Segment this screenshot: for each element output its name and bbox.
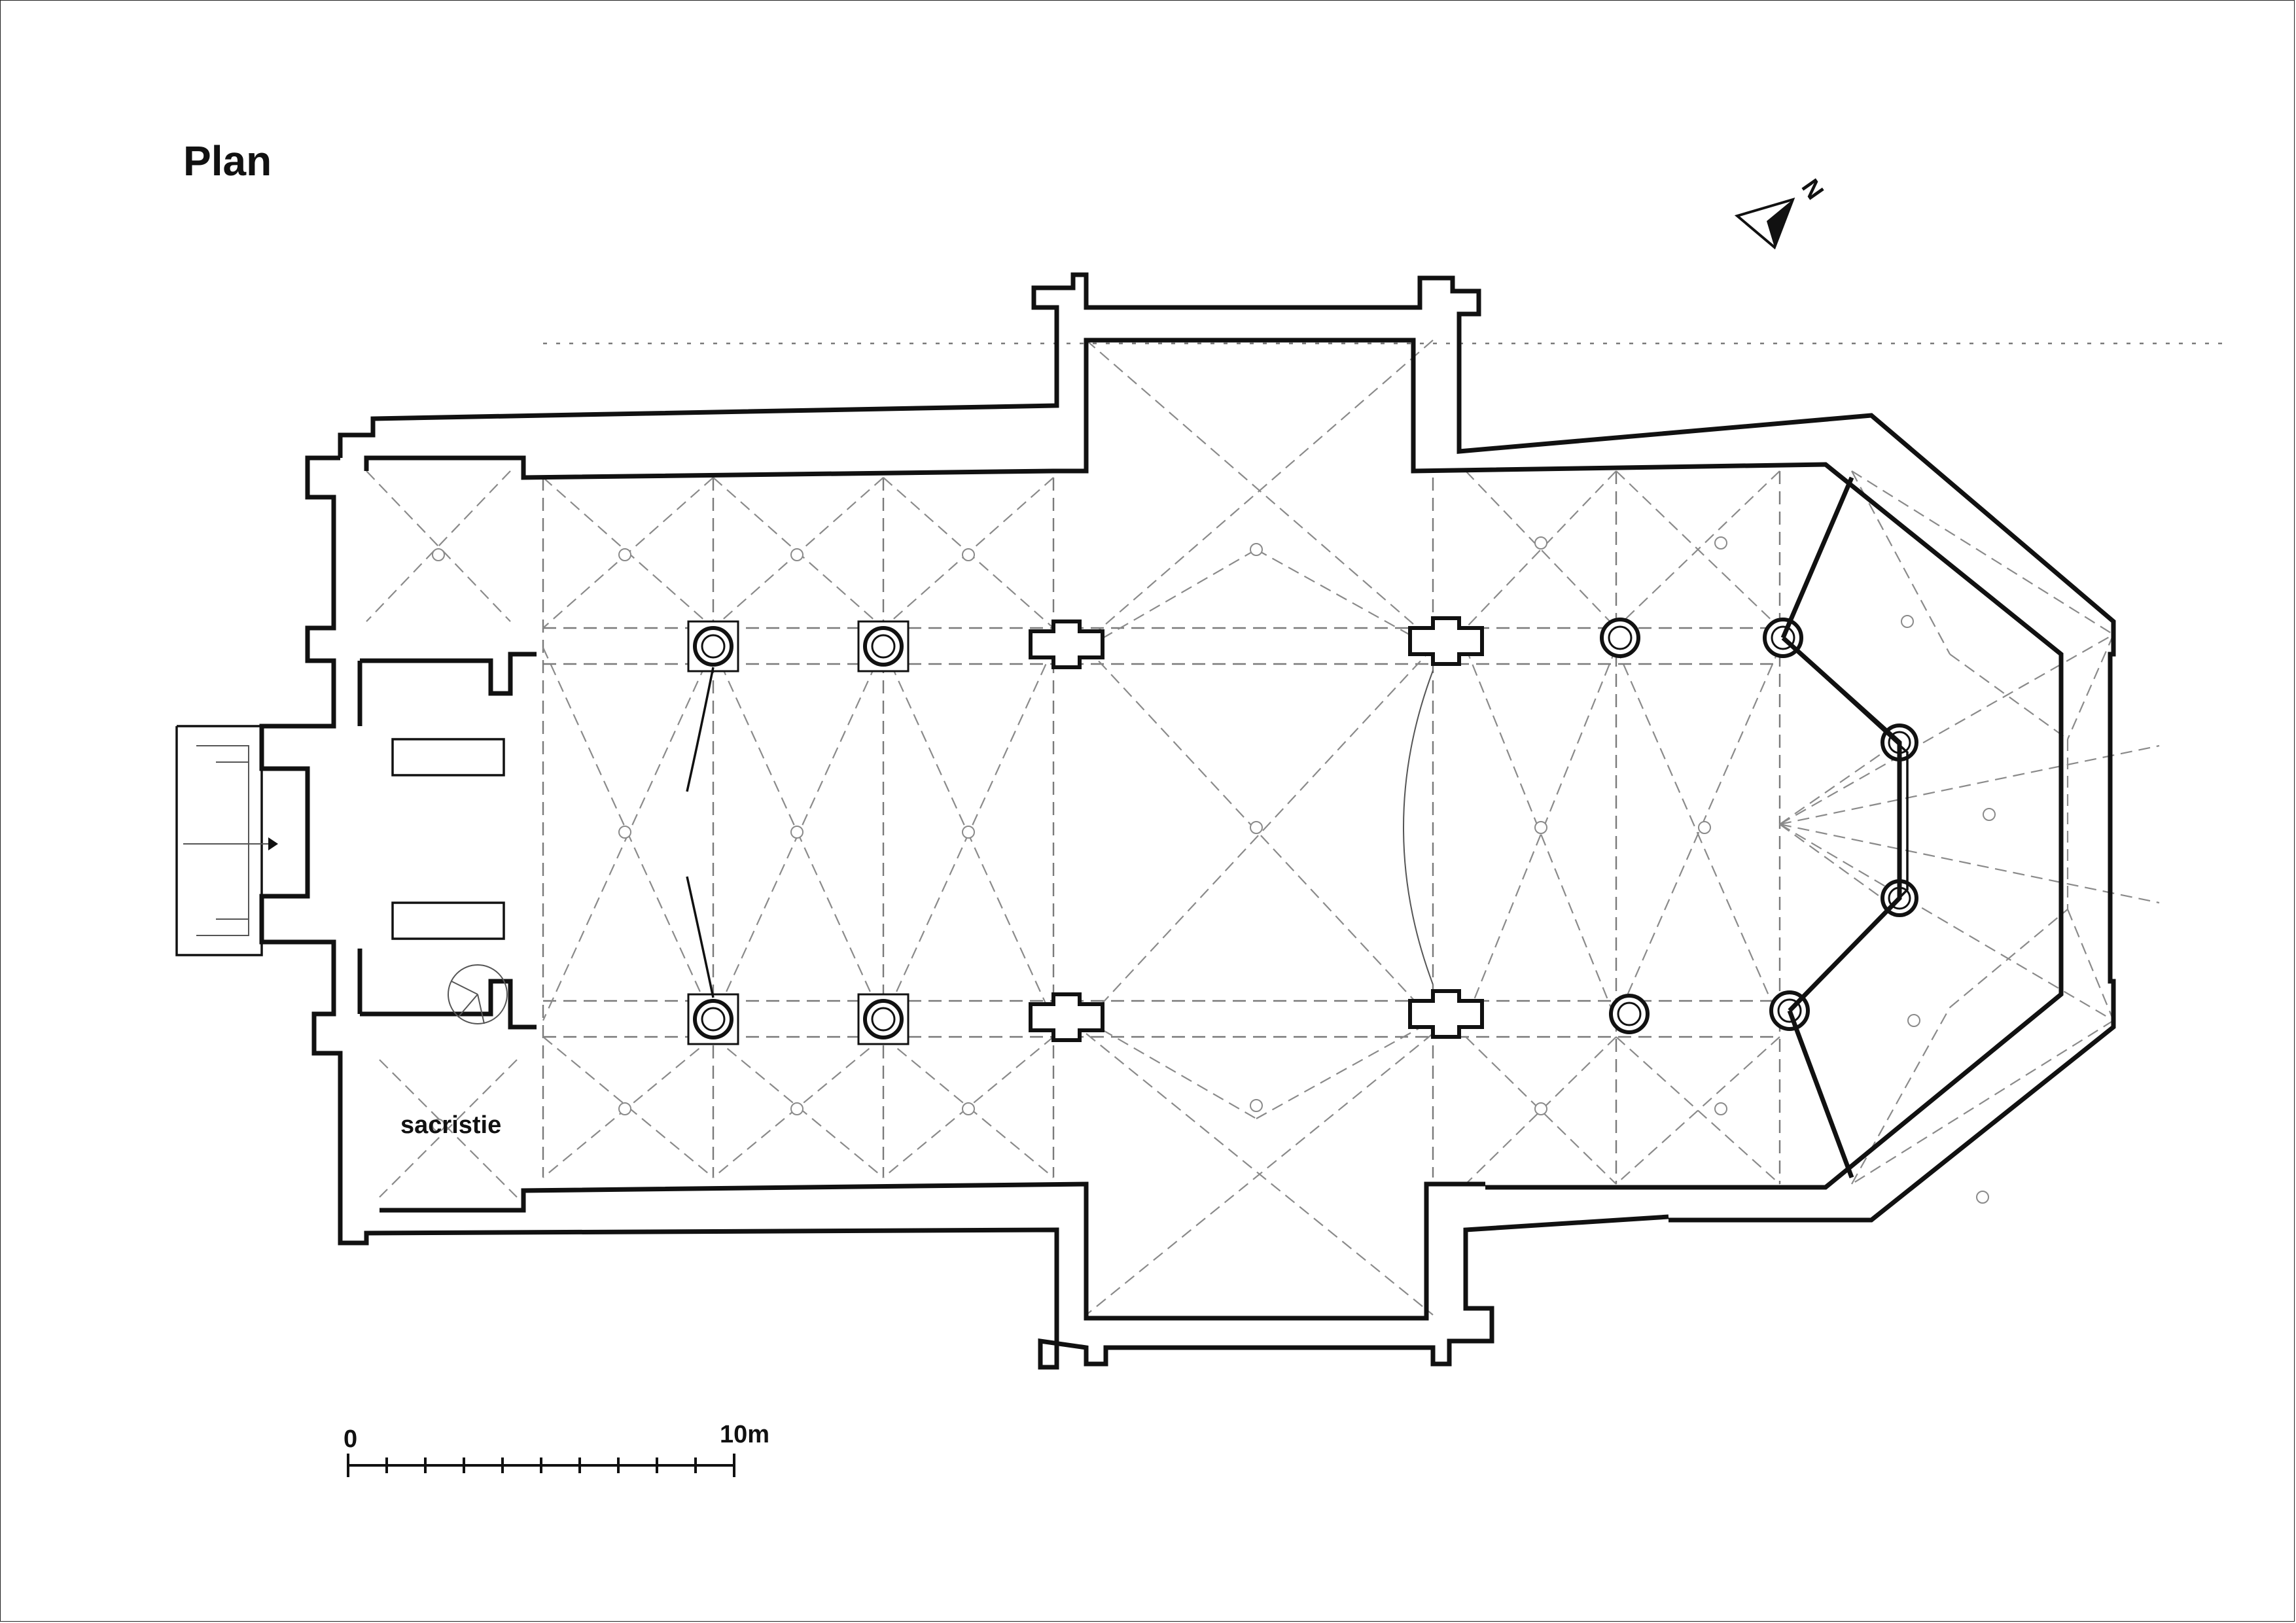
sacristy-label: sacristie (400, 1111, 501, 1139)
north-arrow-icon: N (1734, 174, 1829, 250)
piers (687, 476, 1918, 1179)
vault-keystones (432, 536, 1996, 1204)
scale-end-label: 10m (720, 1421, 769, 1448)
plan-title: Plan (183, 137, 272, 184)
chancel-screen (686, 667, 1434, 998)
north-label: N (1796, 174, 1829, 205)
spiral-staircase (448, 964, 508, 1024)
scale-start-label: 0 (344, 1425, 357, 1453)
outer-walls (175, 272, 2116, 1370)
scale-bar: 0 10m (344, 1421, 769, 1477)
vault-ribs (366, 340, 2225, 1316)
